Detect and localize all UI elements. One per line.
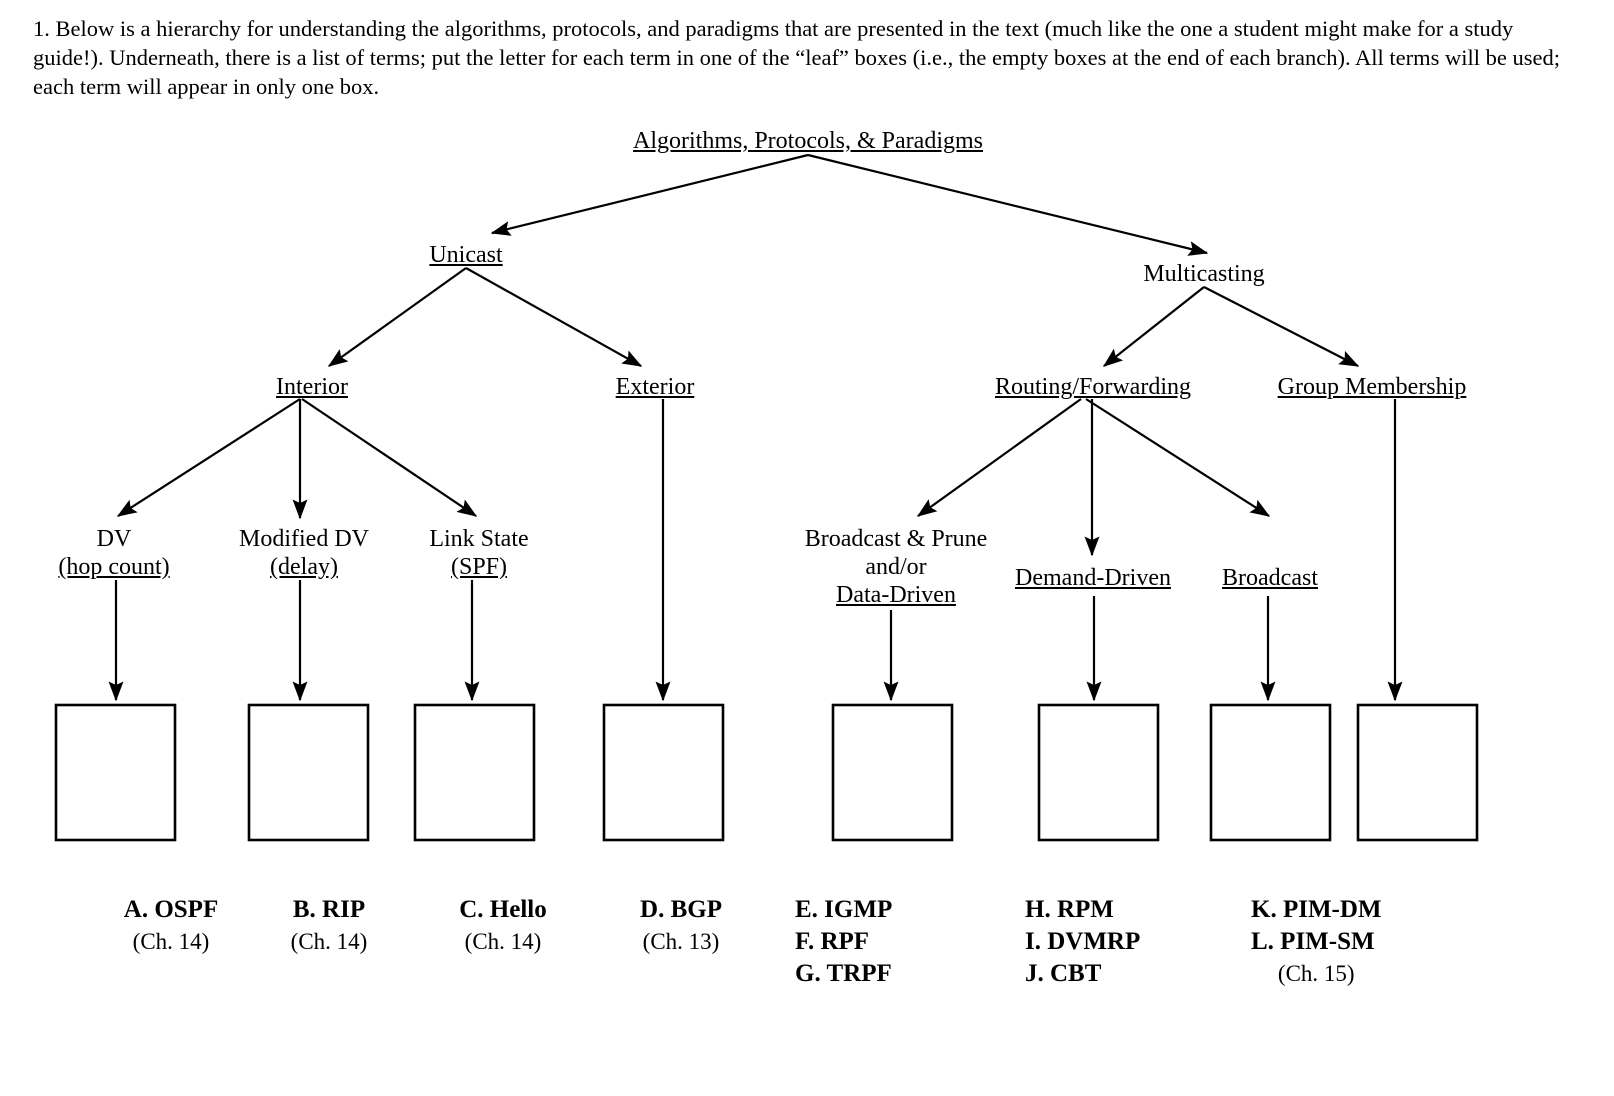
node-dv: DV (hop count) bbox=[58, 525, 169, 581]
edge-interior-to-link-state bbox=[301, 398, 478, 517]
legend-term-d: D. BGP bbox=[640, 896, 722, 923]
leaf-box-3[interactable] bbox=[413, 703, 536, 842]
legend-chapter-l: (Ch. 15) bbox=[1277, 961, 1355, 986]
edge-unicast-to-exterior bbox=[465, 267, 643, 367]
legend-term-g: G. TRPF bbox=[795, 960, 892, 987]
node-multicasting-label: Multicasting bbox=[1143, 261, 1265, 287]
node-broadcast-prune: Broadcast & Prune and/or Data-Driven bbox=[776, 525, 1016, 609]
legend-column-a: A. OSPF (Ch. 14) bbox=[124, 894, 218, 958]
legend-term-k: K. PIM-DM bbox=[1251, 896, 1382, 923]
node-group-membership: Group Membership bbox=[1278, 373, 1467, 401]
legend-column-k: K. PIM-DM L. PIM-SM (Ch. 15) bbox=[1251, 894, 1382, 990]
node-group-membership-label: Group Membership bbox=[1277, 374, 1467, 400]
node-interior: Interior bbox=[276, 373, 348, 401]
leaf-box-5[interactable] bbox=[831, 703, 954, 842]
legend-term-h: H. RPM bbox=[1025, 896, 1114, 923]
edge-multicasting-to-group bbox=[1203, 286, 1360, 367]
edge-multicasting-to-routing bbox=[1102, 286, 1205, 367]
node-broadcast-prune-line-1: Broadcast & Prune bbox=[804, 526, 988, 552]
legend-column-e: E. IGMP F. RPF G. TRPF bbox=[795, 894, 892, 990]
node-routing-forwarding: Routing/Forwarding bbox=[995, 373, 1191, 401]
node-link-state: Link State (SPF) bbox=[429, 525, 528, 581]
node-unicast: Unicast bbox=[429, 241, 502, 269]
node-modified-dv-line-2: (delay) bbox=[270, 554, 338, 580]
legend-term-c: C. Hello bbox=[459, 896, 547, 923]
legend-chapter-c: (Ch. 14) bbox=[464, 929, 542, 954]
legend-chapter-d: (Ch. 13) bbox=[642, 929, 720, 954]
legend-column-d: D. BGP (Ch. 13) bbox=[640, 894, 722, 958]
node-exterior: Exterior bbox=[616, 373, 695, 401]
node-modified-dv-line-1: Modified DV bbox=[239, 526, 369, 552]
leaf-box-8[interactable] bbox=[1356, 703, 1479, 842]
node-root: Algorithms, Protocols, & Paradigms bbox=[633, 127, 983, 155]
node-broadcast: Broadcast bbox=[1222, 564, 1318, 592]
legend-term-b: B. RIP bbox=[292, 896, 366, 923]
node-demand-driven-label: Demand-Driven bbox=[1015, 565, 1171, 591]
legend-term-l: L. PIM-SM bbox=[1251, 928, 1375, 955]
node-modified-dv: Modified DV (delay) bbox=[239, 525, 369, 581]
legend-term-a: A. OSPF bbox=[123, 896, 219, 923]
legend-term-j: J. CBT bbox=[1025, 960, 1102, 987]
legend-term-i: I. DVMRP bbox=[1025, 928, 1141, 955]
node-exterior-label: Exterior bbox=[615, 374, 695, 400]
edge-root-to-unicast bbox=[490, 153, 809, 236]
node-broadcast-prune-line-2: and/or bbox=[865, 554, 927, 580]
legend-term-f: F. RPF bbox=[795, 928, 870, 955]
node-dv-line-1: DV bbox=[96, 526, 132, 552]
node-interior-label: Interior bbox=[276, 374, 348, 400]
edge-routing-to-broadcast bbox=[1085, 398, 1271, 517]
legend-chapter-b: (Ch. 14) bbox=[290, 929, 368, 954]
instruction-paragraph: 1. Below is a hierarchy for understandin… bbox=[33, 16, 1560, 99]
leaf-box-7[interactable] bbox=[1209, 703, 1332, 842]
edge-routing-to-broadcast-prune bbox=[916, 398, 1082, 517]
leaf-box-1[interactable] bbox=[54, 703, 177, 842]
node-broadcast-prune-line-3: Data-Driven bbox=[836, 582, 956, 608]
edge-root-to-multicasting bbox=[807, 153, 1209, 256]
legend-term-e: E. IGMP bbox=[795, 896, 893, 923]
node-link-state-line-2: (SPF) bbox=[450, 554, 508, 580]
edge-interior-to-dv bbox=[116, 398, 301, 517]
legend-chapter-a: (Ch. 14) bbox=[132, 929, 210, 954]
leaf-box-4[interactable] bbox=[602, 703, 725, 842]
leaf-box-6[interactable] bbox=[1037, 703, 1160, 842]
leaf-box-2[interactable] bbox=[247, 703, 370, 842]
node-dv-line-2: (hop count) bbox=[58, 554, 170, 580]
node-link-state-line-1: Link State bbox=[429, 526, 529, 552]
edge-unicast-to-interior bbox=[327, 267, 467, 367]
node-root-label: Algorithms, Protocols, & Paradigms bbox=[633, 128, 983, 154]
node-routing-forwarding-label: Routing/Forwarding bbox=[995, 374, 1191, 400]
node-unicast-label: Unicast bbox=[429, 242, 503, 268]
legend-column-b: B. RIP (Ch. 14) bbox=[291, 894, 368, 958]
node-multicasting: Multicasting bbox=[1143, 260, 1264, 288]
legend-column-h: H. RPM I. DVMRP J. CBT bbox=[1025, 894, 1140, 990]
node-broadcast-label: Broadcast bbox=[1222, 565, 1318, 591]
node-demand-driven: Demand-Driven bbox=[1015, 564, 1171, 592]
legend-column-c: C. Hello (Ch. 14) bbox=[459, 894, 547, 958]
